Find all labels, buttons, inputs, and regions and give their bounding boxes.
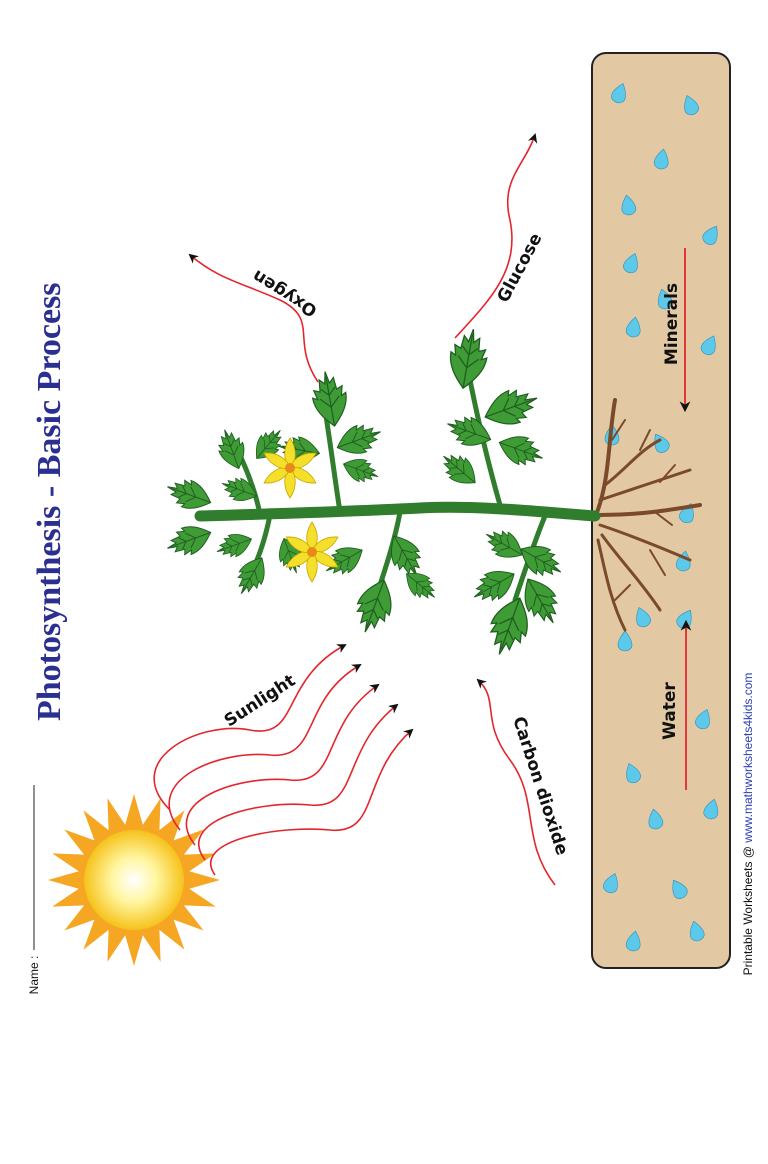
- name-label: Name :: [27, 955, 41, 995]
- water-drop-icon: [703, 798, 719, 820]
- water-label: Water: [660, 682, 680, 740]
- photosynthesis-worksheet: Photosynthesis - Basic Process Name : Pr…: [27, 52, 755, 995]
- water-drop-icon: [626, 763, 641, 784]
- water-drop-icon: [654, 433, 670, 453]
- page-title: Photosynthesis - Basic Process: [31, 282, 68, 721]
- leaf-icon: [449, 329, 488, 390]
- leaf-icon: [489, 597, 528, 655]
- leaf-icon: [237, 557, 265, 595]
- water-drop-icon: [617, 630, 633, 652]
- leaf-icon: [311, 371, 347, 427]
- leaf-icon: [216, 534, 253, 558]
- leaf-icon: [342, 459, 379, 483]
- minerals-label: Minerals: [662, 282, 682, 366]
- leaf-icon: [484, 389, 538, 425]
- water-drop-icon: [675, 550, 691, 572]
- water-drop-icon: [689, 920, 705, 942]
- water-drop-icon: [621, 194, 637, 216]
- leaf-icon: [473, 570, 515, 602]
- water-drop-icon: [702, 225, 718, 245]
- leaf-icon: [443, 454, 476, 484]
- footer-link[interactable]: www.mathworksheets4kids.com: [741, 672, 755, 843]
- water-droplets: [603, 83, 719, 952]
- leaf-icon: [336, 424, 381, 454]
- water-drop-icon: [623, 253, 638, 274]
- sunlight-arrows: [153, 644, 414, 876]
- water-drop-icon: [684, 95, 699, 116]
- flower-icon: [285, 521, 339, 583]
- water-drop-icon: [672, 879, 688, 899]
- leaf-icon: [498, 436, 543, 466]
- water-drop-icon: [603, 873, 618, 894]
- leaf-icon: [447, 416, 492, 446]
- oxygen-arrow: [188, 253, 319, 383]
- plant-roots: [594, 398, 702, 632]
- footer-credit: Printable Worksheets @ www.mathworksheet…: [739, 484, 757, 1164]
- leaf-icon: [485, 530, 523, 558]
- leaf-icon: [356, 579, 392, 633]
- water-drop-icon: [700, 335, 716, 355]
- plant-leaves: [167, 329, 562, 655]
- water-drop-icon: [648, 808, 664, 830]
- water-drop-icon: [625, 316, 641, 338]
- water-drop-icon: [625, 930, 641, 952]
- leaf-icon: [406, 572, 436, 599]
- glucose-arrow: [454, 133, 538, 339]
- flower-icon: [263, 437, 317, 499]
- leaf-icon: [167, 479, 212, 509]
- water-drop-icon: [695, 709, 710, 730]
- leaf-icon: [167, 526, 212, 556]
- leaf-icon: [524, 578, 559, 624]
- plant-stem: [194, 501, 601, 522]
- water-drop-icon: [611, 83, 626, 104]
- sun-icon: [48, 794, 220, 966]
- water-drop-icon: [657, 288, 673, 310]
- leaf-icon: [390, 535, 422, 577]
- plant-flowers: [263, 437, 339, 583]
- leaf-icon: [221, 477, 258, 501]
- water-drop-icon: [636, 607, 651, 628]
- water-drop-icon: [653, 148, 669, 170]
- leaf-icon: [520, 545, 562, 577]
- carbon-dioxide-arrow: [476, 678, 556, 886]
- footer-prefix: Printable Worksheets @: [741, 842, 755, 976]
- diagram-artwork: [33, 52, 731, 969]
- leaf-icon: [217, 429, 245, 470]
